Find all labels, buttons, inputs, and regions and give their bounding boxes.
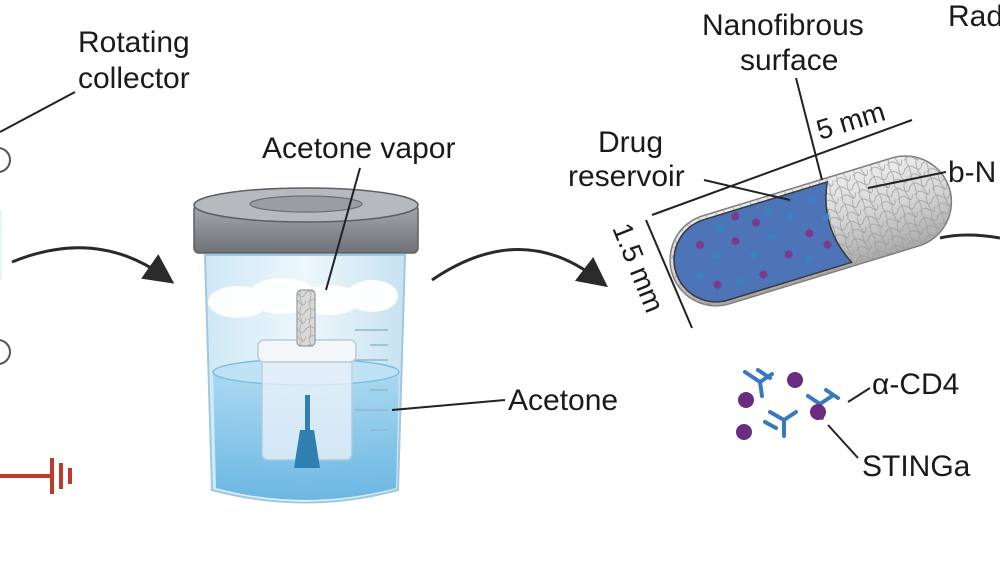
process-arrow-1 — [11, 246, 175, 284]
vapor-jar — [193, 187, 419, 504]
process-arrow-3 — [939, 233, 1000, 240]
process-arrow-2 — [431, 248, 608, 288]
nanofibrous-label-line2: surface — [740, 44, 838, 77]
implant-cylinder — [669, 155, 953, 307]
bn-label: b-N — [948, 156, 996, 189]
collector-leader-line — [0, 91, 76, 133]
rotating-collector-label-line2: collector — [78, 62, 190, 95]
acetone-label: Acetone — [508, 384, 618, 417]
ground-icon — [0, 458, 72, 494]
diameter-label: 1.5 mm — [606, 219, 670, 317]
length-dimension-line — [651, 119, 913, 216]
acd-label: α-CD4 — [872, 368, 959, 401]
diameter-dimension-line — [645, 219, 693, 329]
acetone-vapor-label: Acetone vapor — [262, 132, 455, 165]
vapor-leader-line — [325, 167, 361, 291]
rad-label: Rad — [948, 0, 1000, 33]
drug-label-line2: reservoir — [568, 160, 685, 193]
drug-leader-line — [703, 179, 791, 201]
length-label: 5 mm — [813, 96, 889, 146]
stinga-leader-line — [827, 424, 859, 459]
acd-leader-line — [847, 387, 871, 403]
acetone-leader-line — [391, 399, 506, 411]
stinga-label: STINGa — [862, 450, 971, 483]
nanofibrous-leader-line — [795, 77, 823, 181]
bn-leader-line — [867, 171, 947, 189]
collector-device — [0, 147, 11, 365]
drug-label-line1: Drug — [598, 126, 663, 159]
sting-agonist-icons — [736, 372, 826, 440]
rotating-collector-label-line1: Rotating — [78, 26, 190, 59]
nanofibrous-label-line1: Nanofibrous — [702, 9, 864, 42]
